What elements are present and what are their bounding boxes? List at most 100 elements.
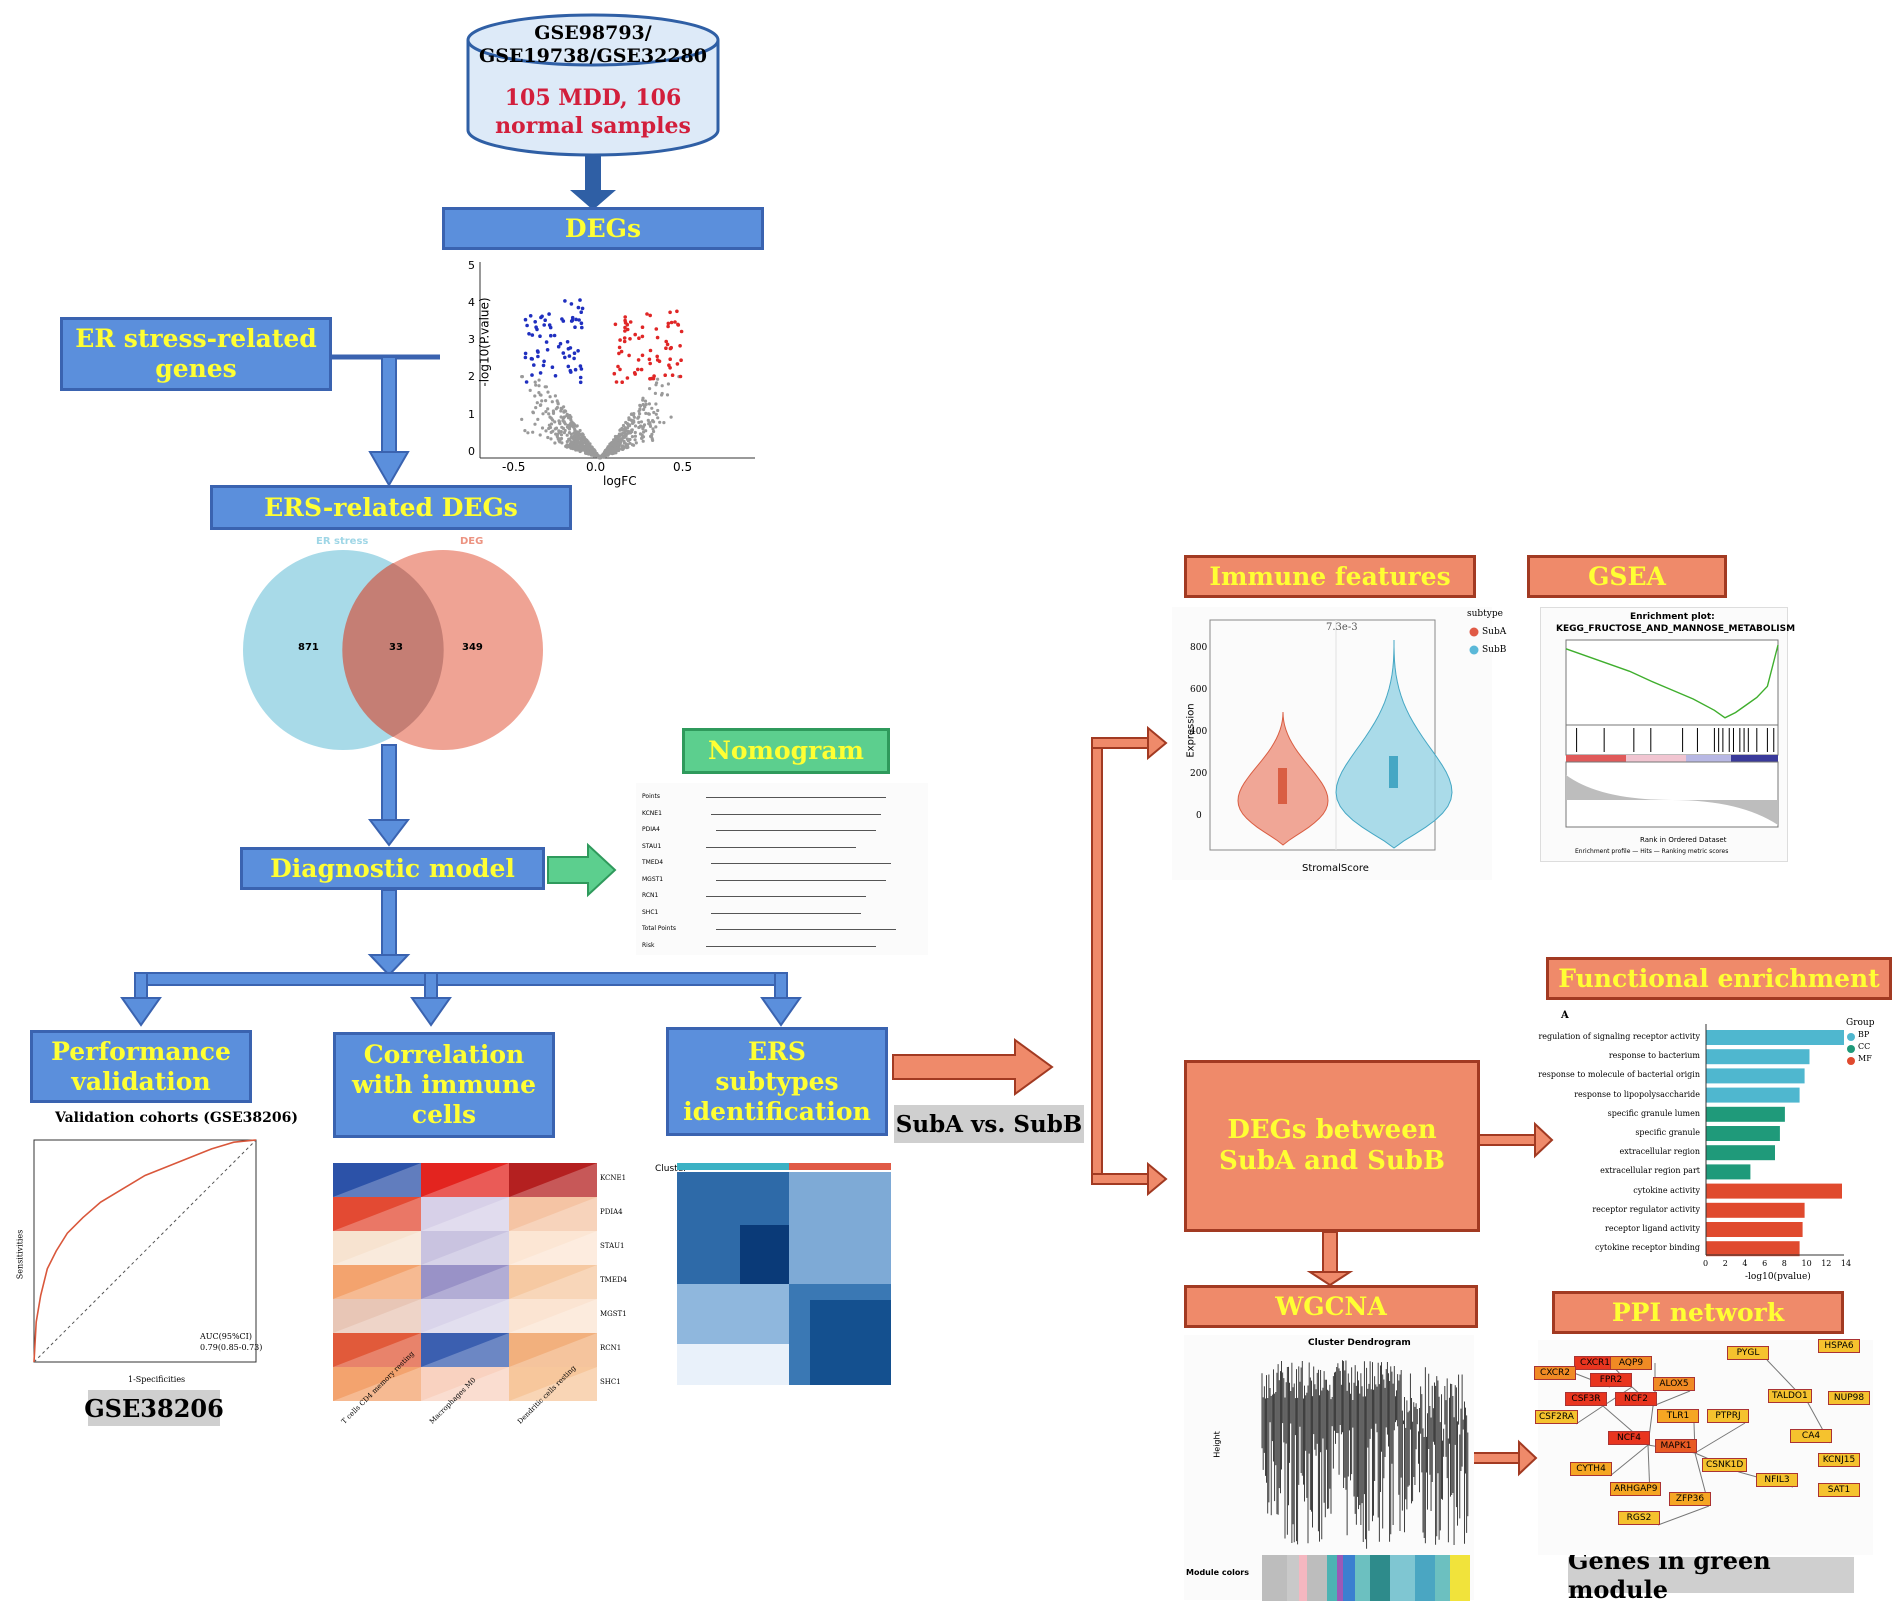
nomogram-row-label: Total Points [642, 925, 676, 932]
arrow-db-degs [585, 150, 601, 195]
immune-features-box: Immune features [1184, 555, 1476, 598]
heatmap-row-label: RCN1 [600, 1344, 622, 1352]
violin-legend-title: subtype [1467, 609, 1503, 619]
correlation-label-3: cells [411, 1100, 477, 1129]
ppi-node: NCF2 [1615, 1392, 1657, 1406]
ppi-node: ARHGAP9 [1610, 1482, 1662, 1496]
gsea-plot-title: Enrichment plot: [1630, 612, 1715, 622]
violin-ytick-400: 400 [1190, 727, 1208, 737]
roc-legend-2: 0.79(0.85-0.73) [200, 1343, 263, 1352]
venn-right-count: 349 [462, 642, 483, 653]
venn-left-label: ER stress [316, 536, 369, 547]
enrichment-xtick: 14 [1840, 1259, 1852, 1268]
heatmap-row-label: TMED4 [600, 1276, 628, 1284]
performance-label-1: Performance [51, 1036, 231, 1066]
validation-title: Validation cohorts (GSE38206) [55, 1110, 298, 1126]
db-line4: normal samples [495, 113, 691, 139]
degs-between-box: DEGs between SubA and SubB [1184, 1060, 1480, 1232]
ppi-network-box: PPI network [1552, 1291, 1844, 1334]
nomogram-axis [711, 813, 881, 815]
ppi-node: CA4 [1790, 1429, 1832, 1443]
ppi-node: CSNK1D [1702, 1458, 1748, 1472]
heatmap-row-label: SHC1 [600, 1378, 621, 1386]
functional-enrichment-label: Functional enrichment [1558, 963, 1880, 993]
enrichment-term: receptor ligand activity [1605, 1224, 1700, 1233]
gsea-xlabel: Rank in Ordered Dataset [1640, 836, 1727, 844]
violin-xlabel: StromalScore [1302, 863, 1369, 874]
enrichment-term: receptor regulator activity [1592, 1204, 1700, 1214]
performance-label-2: validation [71, 1066, 211, 1096]
nomogram-row-label: SHC1 [642, 908, 659, 916]
roc-ylabel: Sensitivities [15, 1229, 25, 1280]
enrichment-xtick: 12 [1821, 1259, 1832, 1268]
ppi-node: HSPA6 [1818, 1339, 1860, 1353]
genes-green-tag: Genes in green module [1568, 1546, 1854, 1604]
enrichment-legend-label: CC [1858, 1042, 1871, 1051]
nomogram-axis [706, 896, 866, 897]
correlation-label-2: with immune [351, 1070, 537, 1099]
enrichment-term: extracellular region part [1600, 1166, 1700, 1176]
nomogram-row-label: PDIA4 [642, 826, 660, 833]
violin-ytick-0: 0 [1196, 811, 1202, 821]
volcano-xtick-1: -0.5 [502, 460, 526, 474]
gsea-plot-subtitle: KEGG_FRUCTOSE_AND_MANNOSE_METABOLISM [1556, 624, 1796, 634]
suba-subb-label: SubA vs. SubB [895, 1110, 1083, 1138]
ers-subtypes-label-3: identification [683, 1096, 871, 1126]
ppi-node: TLR1 [1657, 1409, 1699, 1423]
ppi-node: PTPRJ [1707, 1409, 1749, 1423]
gse38206-tag: GSE38206 [84, 1390, 224, 1426]
volcano-ytick-3: 3 [468, 333, 475, 346]
nomogram-axis [716, 830, 876, 831]
ppi-node: NFIL3 [1756, 1473, 1798, 1487]
nomogram-label: Nomogram [708, 736, 864, 765]
enrichment-term: response to molecule of bacterial origin [1538, 1070, 1700, 1080]
ers-subtypes-label-2: subtypes [715, 1066, 839, 1096]
nomogram-row-label: KCNE1 [642, 809, 662, 817]
gsea-label: GSEA [1588, 561, 1666, 591]
ers-degs-box: ERS-related DEGs [210, 485, 572, 530]
dendrogram-ylabel: Height [1212, 1431, 1222, 1458]
cluster-label: Cluster [655, 1164, 687, 1174]
gsea-panel [1540, 607, 1788, 862]
heatmap-row-label: STAU1 [600, 1242, 625, 1250]
volcano-xlabel: logFC [603, 474, 637, 488]
nomogram-row-label: STAU1 [642, 842, 662, 850]
enrichment-xtick: 6 [1762, 1259, 1768, 1268]
violin-ytick-200: 200 [1190, 769, 1208, 779]
heatmap-row-label: KCNE1 [600, 1174, 627, 1182]
nomogram-axis [706, 846, 856, 848]
ppi-node: SAT1 [1818, 1483, 1860, 1497]
enrichment-xtick: 10 [1801, 1259, 1812, 1268]
ppi-node: NUP98 [1828, 1391, 1870, 1405]
enrichment-term: extracellular region [1619, 1147, 1700, 1157]
enrichment-legend-title: Group [1846, 1018, 1875, 1028]
violin-ytick-800: 800 [1190, 643, 1208, 653]
enrichment-term: cytokine receptor binding [1595, 1243, 1700, 1253]
enrichment-xtick: 0 [1703, 1259, 1709, 1268]
performance-box: Performance validation [30, 1030, 252, 1103]
immune-features-label: Immune features [1209, 561, 1451, 591]
violin-panel [1172, 607, 1492, 880]
module-colors-label: Module colors [1186, 1568, 1250, 1577]
ppi-network-label: PPI network [1611, 1297, 1785, 1327]
degs-box: DEGs [442, 207, 764, 250]
ppi-node: ZFP36 [1669, 1492, 1711, 1506]
ppi-node: AQP9 [1610, 1356, 1652, 1370]
er-genes-label-1: ER stress-related [75, 324, 317, 353]
ppi-node: FPR2 [1590, 1373, 1632, 1387]
heatmap-row-label: MGST1 [600, 1310, 627, 1318]
venn-right-label: DEG [460, 536, 484, 547]
diagnostic-model-label: Diagnostic model [270, 853, 515, 883]
gse38206-label: GSE38206 [84, 1393, 224, 1423]
enrichment-xtick: 2 [1722, 1259, 1728, 1268]
volcano-ylabel: -log10(P.value) [477, 297, 492, 387]
enrichment-legend-dot [1847, 1057, 1855, 1065]
venn-left-count: 871 [298, 642, 319, 653]
nomogram-row-label: Risk [642, 941, 655, 949]
degs-between-label-2: SubA and SubB [1219, 1146, 1445, 1176]
ppi-node: RGS2 [1618, 1511, 1660, 1525]
enrichment-term: response to bacterium [1608, 1051, 1700, 1061]
enrichment-legend-dot [1847, 1045, 1855, 1053]
